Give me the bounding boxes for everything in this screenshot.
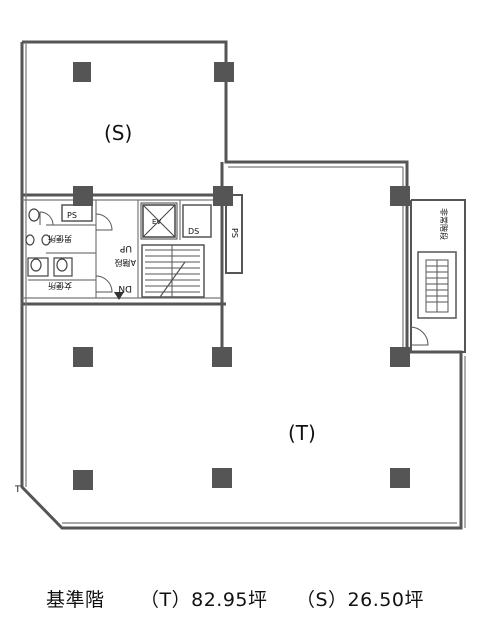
ev-label: EV: [152, 218, 161, 226]
column: [212, 468, 232, 488]
floor-plan: (S) (T) PS DS EV PS A階段 UP DN 非常階段 男便所 女…: [14, 40, 466, 530]
column: [390, 468, 410, 488]
emergency-stair-label: 非常階段: [439, 208, 449, 240]
ps-label-right: PS: [230, 228, 239, 238]
unit-s-label: (S): [104, 121, 132, 145]
interior-lines: [22, 42, 466, 528]
columns: [73, 62, 410, 490]
column: [73, 186, 93, 206]
wc-women-label: 女便所: [48, 281, 72, 291]
stair-a-label: A階段: [115, 258, 136, 268]
toilet-fixtures: [25, 208, 73, 277]
dn-label: DN: [118, 283, 132, 293]
ps-label-left: PS: [67, 211, 77, 220]
column: [214, 62, 234, 82]
column: [73, 62, 91, 82]
caption: 基準階 （T）82.95坪 （S）26.50坪: [0, 585, 480, 617]
ds-box: [182, 204, 212, 238]
column: [390, 347, 410, 367]
door-swings: [39, 211, 429, 346]
stair-emergency: [410, 199, 466, 353]
s-area: （S）26.50坪: [296, 589, 424, 611]
unit-t-label: (T): [288, 421, 316, 445]
ds-label: DS: [188, 227, 199, 236]
column: [73, 470, 93, 490]
elevator: [140, 202, 178, 240]
floor-label: 基準階: [46, 589, 105, 611]
stair-a: [141, 244, 205, 298]
outer-walls: [20, 40, 463, 530]
t-area: （T）82.95坪: [140, 589, 268, 611]
column: [390, 186, 410, 206]
t-mark: T: [14, 485, 21, 495]
ps-shaft-right: [225, 194, 243, 274]
wc-men-label: 男便所: [48, 234, 72, 244]
up-label: UP: [119, 243, 132, 253]
down-arrow-icon: [114, 292, 124, 300]
column: [73, 347, 93, 367]
ps-box-left: [61, 204, 93, 222]
column: [212, 347, 232, 367]
column: [213, 186, 233, 206]
